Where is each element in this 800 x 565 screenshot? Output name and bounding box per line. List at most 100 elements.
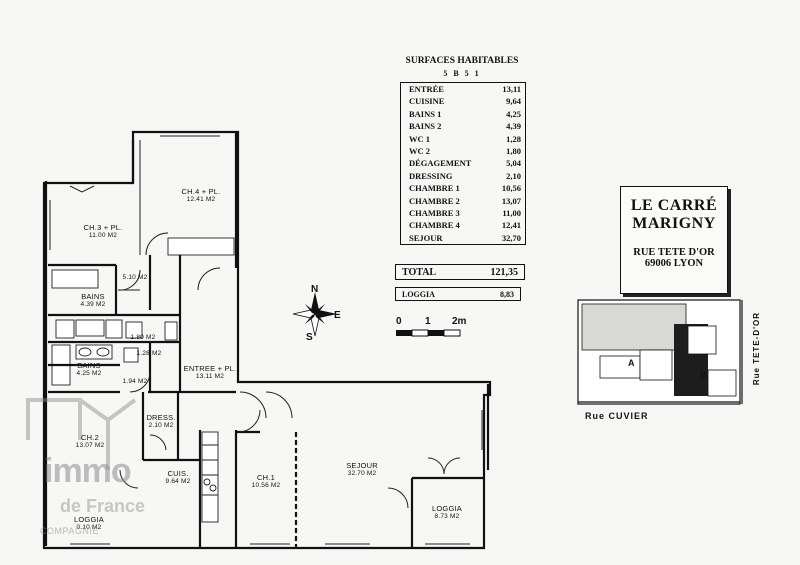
surface-value: 4,39 — [506, 121, 521, 132]
watermark-house-icon — [26, 398, 137, 470]
room-area: 0.10 M2 — [76, 524, 102, 532]
room-label-ch4: CH.4 + PL. 12.41 M2 — [166, 187, 236, 203]
scale-label-0: 0 — [396, 316, 402, 327]
building-label-a: A — [628, 358, 635, 368]
surface-value: 5,04 — [506, 158, 521, 169]
room-area: 8.73 M2 — [434, 513, 460, 521]
surface-row: CHAMBRE 3 11,00 — [401, 207, 525, 219]
room-label-cuisine: CUIS. 9.64 M2 — [158, 469, 198, 486]
surface-label: SEJOUR — [409, 232, 443, 243]
surface-label: CHAMBRE 3 — [409, 207, 460, 218]
surface-label: ENTRÉE — [409, 84, 444, 94]
loggia-row: LOGGIA 8,83 — [395, 287, 521, 301]
total-label: TOTAL — [402, 266, 437, 278]
surface-value: 12,41 — [501, 220, 521, 231]
watermark-small-text: COMPAGNIE — [40, 526, 99, 536]
room-label-sejour: SEJOUR 32.70 M2 — [332, 461, 392, 478]
room-name: CH.1 — [257, 473, 275, 482]
address-line-2: 69006 LYON — [644, 258, 704, 269]
room-label-degagement: 5.10 M2 — [118, 274, 152, 281]
loggia-value: 8,83 — [500, 289, 514, 299]
room-name: CH.2 — [81, 433, 99, 442]
room-area: 13.11 M2 — [195, 373, 225, 381]
surface-label: CHAMBRE 1 — [409, 183, 460, 194]
surface-value: 4,25 — [506, 108, 521, 119]
total-value: 121,35 — [490, 266, 519, 278]
room-label-ch2: CH.2 13.07 M2 — [62, 433, 118, 450]
surface-value: 9,64 — [506, 96, 521, 107]
surface-row: SEJOUR 32,70 — [401, 232, 525, 244]
room-area: 5.10 M2 — [122, 274, 148, 281]
room-name: ENTREE + PL. — [183, 364, 237, 373]
surface-value: 32,70 — [501, 232, 521, 243]
interior-walls — [48, 140, 484, 548]
compass-rose — [292, 292, 337, 337]
surface-label: DÉGAGEMENT — [409, 158, 472, 169]
room-area: 9.64 M2 — [165, 478, 191, 486]
surface-label: BAINS 2 — [409, 121, 442, 132]
title-line-1: LE CARRÉ — [630, 197, 718, 214]
surface-value: 2,10 — [506, 170, 521, 181]
surface-row: DRESSING 2,10 — [401, 170, 525, 182]
windows — [49, 135, 483, 545]
surface-label: WC 1 — [409, 133, 431, 144]
room-name: BAINS — [77, 361, 101, 370]
surface-label: CUISINE — [409, 96, 445, 107]
door-swings — [69, 185, 461, 509]
surface-value: 11,00 — [502, 207, 521, 218]
surface-row: CUISINE 9,64 — [401, 95, 525, 107]
room-area: 1.28 M2 — [136, 350, 162, 357]
scale-label-1: 1 — [425, 316, 431, 327]
compass-east-label: E — [334, 310, 341, 321]
surface-value: 10,56 — [501, 183, 521, 194]
room-name: DRESS. — [146, 413, 176, 422]
room-label-entree: ENTREE + PL. 13.11 M2 — [180, 364, 240, 381]
room-label-loggia-1: LOGGIA 8.73 M2 — [422, 504, 472, 521]
loggia-label: LOGGIA — [402, 289, 435, 299]
room-label-ch3: CH.3 + PL. 11.00 M2 — [68, 223, 138, 240]
room-label-ch1: CH.1 10.56 M2 — [238, 473, 294, 489]
outer-walls — [42, 130, 492, 550]
surface-value: 1,28 — [506, 133, 521, 144]
surface-row: DÉGAGEMENT 5,04 — [401, 157, 525, 169]
room-name: CH.3 + PL. — [83, 223, 123, 232]
watermark-sub-text: de France — [60, 496, 146, 516]
surface-row: BAINS 2 4,39 — [401, 120, 525, 132]
surfaces-heading: SURFACES HABITABLES — [405, 56, 519, 66]
room-name: LOGGIA — [74, 515, 104, 524]
room-area: 1.80 M2 — [130, 334, 156, 341]
building-label-b: B — [700, 370, 707, 380]
room-name: LOGGIA — [432, 504, 462, 513]
room-name: SEJOUR — [346, 461, 378, 470]
compass-north-label: N — [311, 284, 319, 295]
site-plan — [577, 299, 743, 405]
street-label-tete-dor: Rue TETE-D'OR — [752, 312, 761, 386]
surface-label: DRESSING — [409, 170, 453, 181]
scale-bar — [396, 329, 461, 337]
title-card: LE CARRÉ MARIGNY RUE TETE D'OR 69006 LYO… — [620, 186, 728, 294]
surface-row: CHAMBRE 1 10,56 — [401, 182, 525, 194]
room-area: 32.70 M2 — [347, 470, 377, 478]
room-area: 2.10 M2 — [148, 422, 174, 430]
compass-south-label: S — [306, 332, 313, 343]
surface-label: WC 2 — [409, 145, 431, 156]
surfaces-title: SURFACES HABITABLES 5 B 5 1 — [392, 56, 532, 78]
total-row: TOTAL 121,35 — [395, 264, 525, 280]
room-area: 4.25 M2 — [76, 370, 102, 378]
address-line-1: RUE TETE D'OR — [633, 247, 715, 258]
room-label-bains1: BAINS 4.39 M2 — [68, 292, 118, 309]
room-area: 13.07 M2 — [75, 442, 105, 450]
scale-label-2: 2m — [452, 316, 467, 327]
room-area: 11.00 M2 — [88, 232, 118, 240]
title-line-2: MARIGNY — [632, 215, 716, 232]
room-area: 4.39 M2 — [80, 301, 106, 309]
surface-label: CHAMBRE 2 — [409, 195, 460, 206]
room-name: BAINS — [81, 292, 105, 301]
room-label-wc1: 1.80 M2 — [126, 334, 160, 341]
room-label-degagement-2: 1.94 M2 — [118, 378, 152, 385]
